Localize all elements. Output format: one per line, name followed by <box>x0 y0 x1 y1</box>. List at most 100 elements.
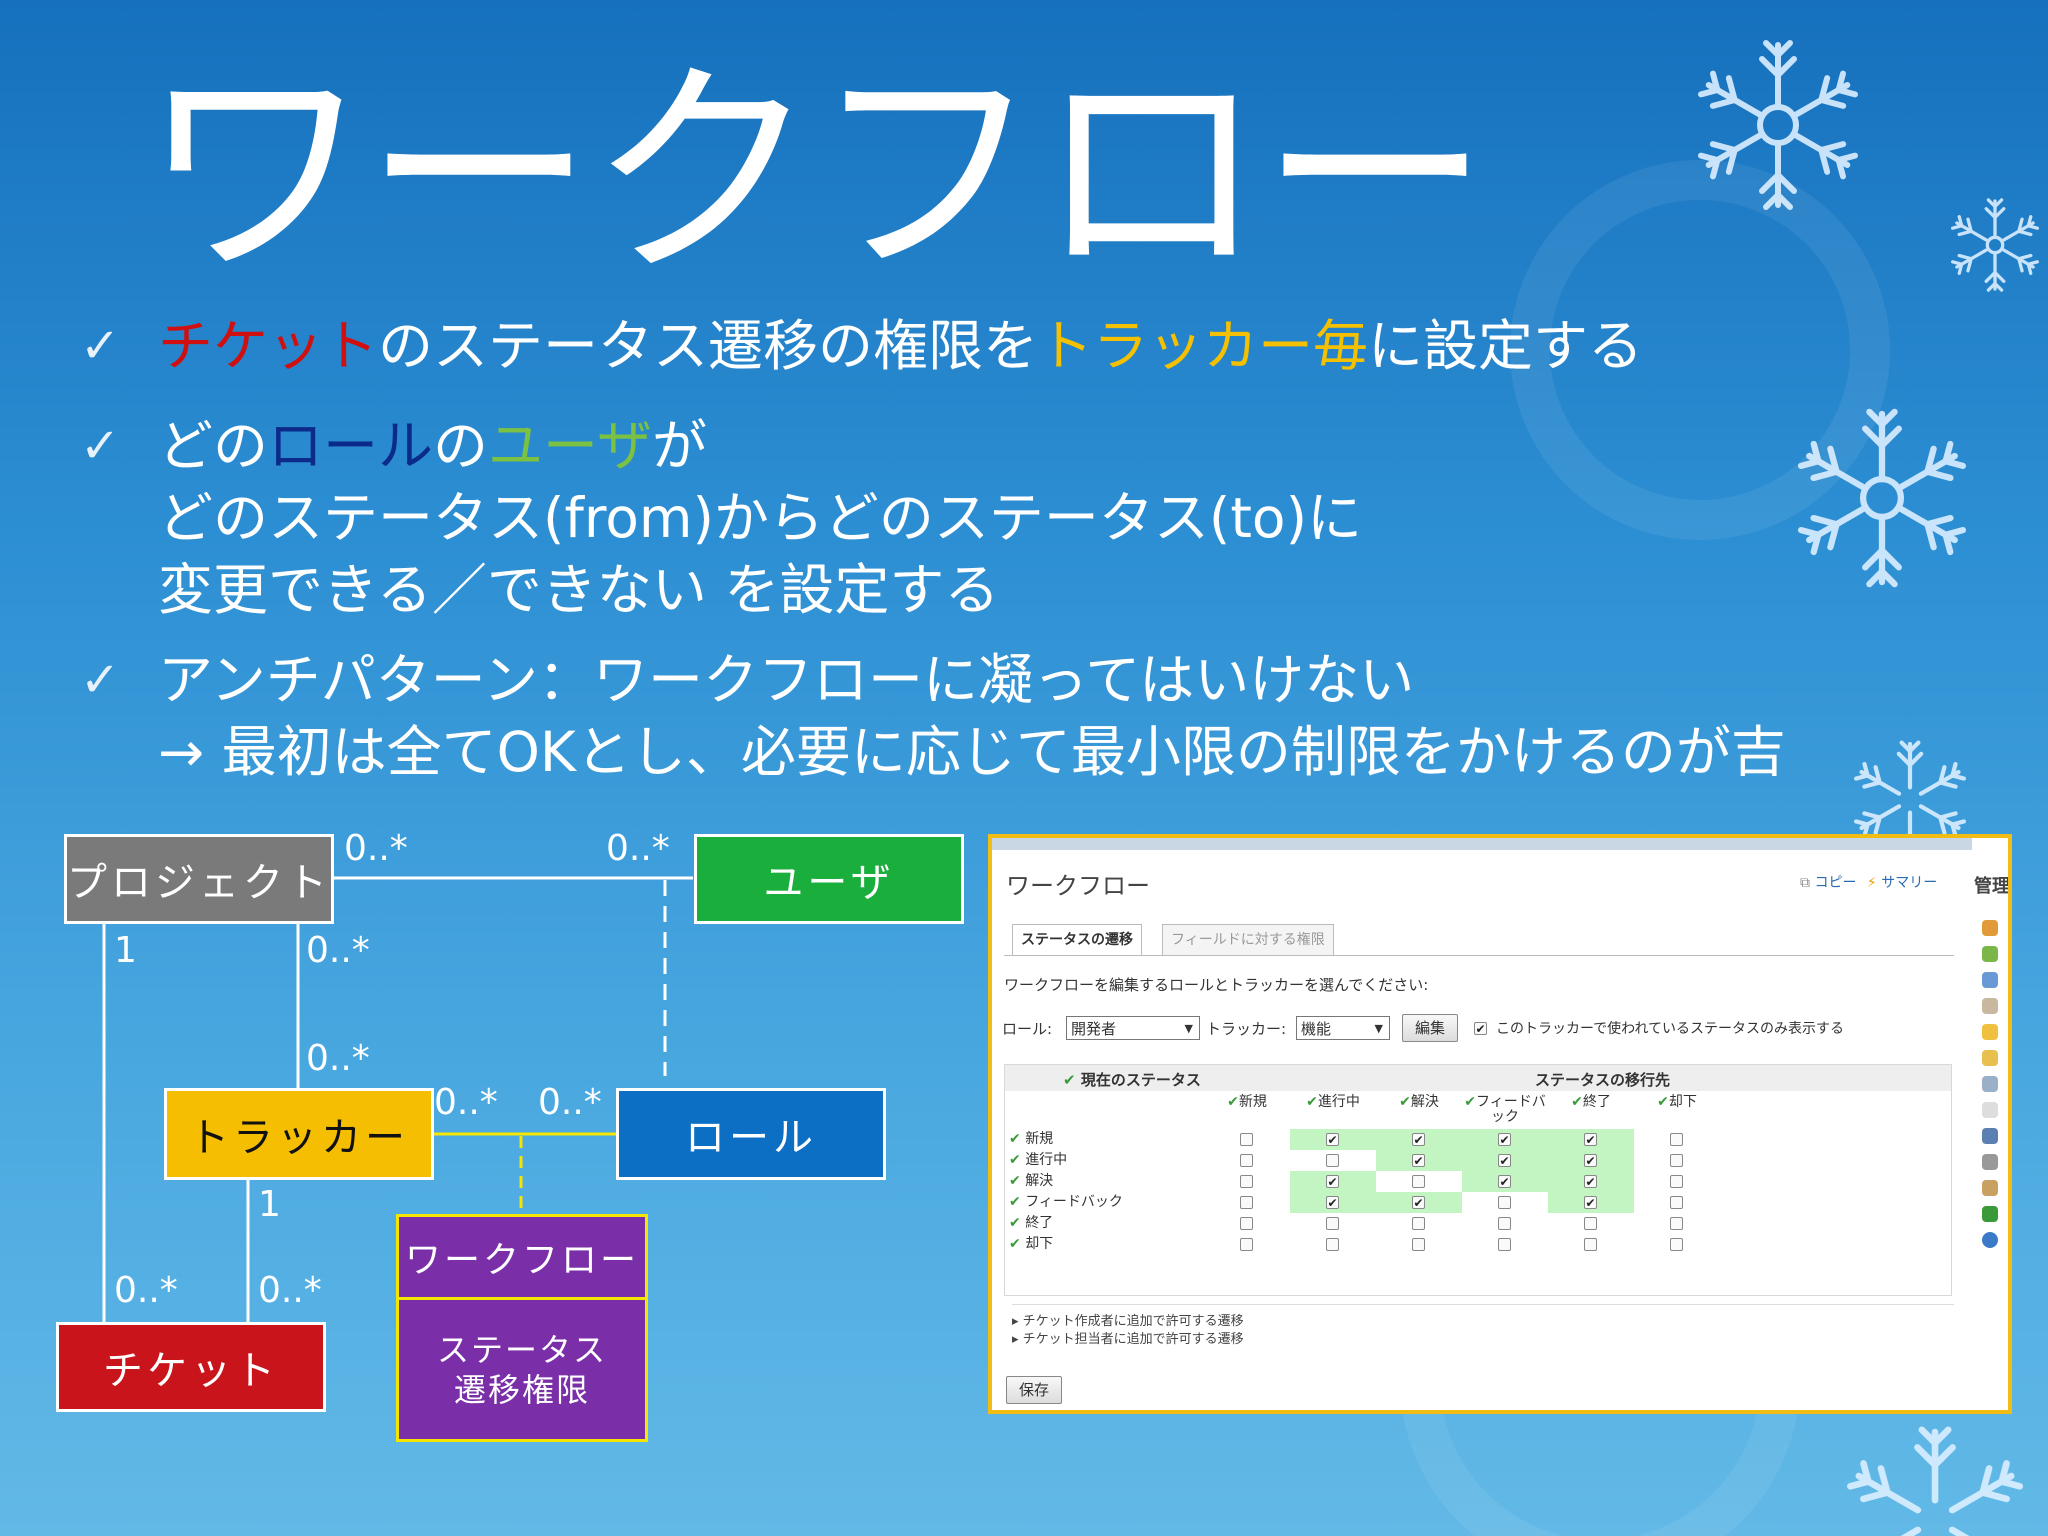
bullet-1-text-end: に設定する <box>1368 314 1644 378</box>
header-links: ⧉ コピー ⚡ サマリー <box>1800 872 1937 892</box>
transition-checkbox[interactable] <box>1670 1196 1683 1209</box>
user-text: ユーザ <box>488 414 652 478</box>
projects-icon[interactable] <box>1982 920 1998 936</box>
multiplicity-label: 0..* <box>306 930 370 971</box>
transition-checkbox[interactable] <box>1240 1238 1253 1251</box>
transition-checkbox[interactable] <box>1240 1175 1253 1188</box>
info-icon[interactable] <box>1982 1232 1998 1248</box>
transition-checkbox[interactable]: ✔ <box>1584 1175 1597 1189</box>
multiplicity-label: 1 <box>114 930 137 971</box>
permission-label-line-1: ステータス <box>436 1330 607 1369</box>
assignee-rule-toggle[interactable]: ▸ チケット担当者に追加で許可する遷移 <box>1012 1332 1244 1347</box>
transition-checkbox[interactable] <box>1670 1217 1683 1230</box>
row-label-4: ✔ フィードバック <box>1009 1194 1123 1210</box>
transition-checkbox[interactable]: ✔ <box>1412 1196 1425 1210</box>
copy-link[interactable]: コピー <box>1814 875 1857 891</box>
transition-checkbox[interactable]: ✔ <box>1326 1133 1339 1147</box>
ticket-box: チケット <box>56 1322 326 1412</box>
transition-checkbox[interactable] <box>1326 1154 1339 1167</box>
matrix-header-bar <box>1005 1065 1951 1091</box>
tracker-select[interactable]: 機能▼ <box>1296 1016 1390 1040</box>
transition-checkbox[interactable] <box>1584 1238 1597 1251</box>
ticket-text: チケット <box>158 314 379 378</box>
workflow-matrix: ✔ 現在のステータス ステータスの移行先 ✔新規✔進行中✔解決✔フィードバック✔… <box>1004 1064 1952 1296</box>
tab-field-permissions[interactable]: フィールドに対する権限 <box>1162 924 1334 956</box>
copy-icon: ⧉ <box>1800 875 1810 891</box>
row-label-1: ✔ 新規 <box>1009 1131 1054 1147</box>
row-label-5: ✔ 終了 <box>1009 1215 1054 1231</box>
expand-arrow-icon: ▸ <box>1012 1314 1019 1329</box>
status-transition-permission-box: ステータス 遷移権限 <box>396 1300 648 1442</box>
workflow-icon[interactable] <box>1982 1076 1998 1092</box>
transition-checkbox[interactable] <box>1498 1196 1511 1209</box>
transition-checkbox[interactable]: ✔ <box>1326 1175 1339 1189</box>
workflow-screenshot: ワークフロー ⧉ コピー ⚡ サマリー ステータスの遷移 フィールドに対する権限… <box>988 834 2012 1414</box>
bullet-2-line-2: どのステータス(from)からどのステータス(to)に <box>158 486 1363 550</box>
transition-checkbox[interactable]: ✔ <box>1412 1133 1425 1147</box>
transition-checkbox[interactable]: ✔ <box>1584 1133 1597 1147</box>
transition-checkbox[interactable]: ✔ <box>1584 1154 1597 1168</box>
transition-checkbox[interactable] <box>1670 1238 1683 1251</box>
custom-fields-icon[interactable] <box>1982 1102 1998 1118</box>
admin-sidebar: 管理 <box>1972 838 2008 1410</box>
tab-divider <box>1004 955 1954 956</box>
column-header-6: ✔却下 <box>1657 1094 1697 1110</box>
project-label: プロジェクト <box>67 860 331 906</box>
save-button[interactable]: 保存 <box>1006 1376 1062 1404</box>
statuses-icon[interactable] <box>1982 1050 1998 1066</box>
transition-checkbox[interactable] <box>1240 1217 1253 1230</box>
transition-checkbox[interactable] <box>1412 1175 1425 1188</box>
transition-checkbox[interactable]: ✔ <box>1584 1196 1597 1210</box>
auth-icon[interactable] <box>1982 1180 1998 1196</box>
user-label: ユーザ <box>763 860 895 906</box>
role-select-value: 開発者 <box>1071 1020 1117 1038</box>
tracker-select-value: 機能 <box>1301 1020 1332 1038</box>
transition-checkbox[interactable] <box>1240 1154 1253 1167</box>
trackers-icon[interactable] <box>1982 1024 1998 1040</box>
project-box: プロジェクト <box>64 834 334 924</box>
bullet-2-text: が <box>651 414 707 478</box>
column-header-2: ✔進行中 <box>1306 1094 1360 1110</box>
enumerations-icon[interactable] <box>1982 1128 1998 1144</box>
tab-status-transitions[interactable]: ステータスの遷移 <box>1012 924 1142 956</box>
transition-checkbox[interactable] <box>1670 1133 1683 1146</box>
transition-checkbox[interactable] <box>1412 1217 1425 1230</box>
users-icon[interactable] <box>1982 946 1998 962</box>
workflow-box: ワークフロー <box>396 1214 648 1300</box>
transition-checkbox[interactable]: ✔ <box>1498 1175 1511 1189</box>
check-icon: ✓ <box>80 318 121 374</box>
user-box: ユーザ <box>694 834 964 924</box>
groups-icon[interactable] <box>1982 972 1998 988</box>
transition-checkbox[interactable] <box>1240 1133 1253 1146</box>
settings-icon[interactable] <box>1982 1154 1998 1170</box>
only-used-status-checkbox[interactable]: ✔ <box>1474 1022 1487 1036</box>
transition-checkbox[interactable]: ✔ <box>1326 1196 1339 1210</box>
transition-checkbox[interactable] <box>1498 1238 1511 1251</box>
transition-checkbox[interactable]: ✔ <box>1498 1154 1511 1168</box>
transition-checkbox[interactable] <box>1670 1154 1683 1167</box>
column-header-1: ✔新規 <box>1227 1094 1267 1110</box>
column-header-3: ✔解決 <box>1399 1094 1439 1110</box>
only-used-status-label: このトラッカーで使われているステータスのみ表示する <box>1496 1021 1845 1037</box>
divider <box>1012 1304 1954 1305</box>
multiplicity-label: 0..* <box>434 1082 498 1123</box>
summary-link[interactable]: サマリー <box>1881 875 1938 891</box>
transition-checkbox[interactable] <box>1670 1175 1683 1188</box>
multiplicity-label: 0..* <box>606 828 670 869</box>
transition-checkbox[interactable] <box>1412 1238 1425 1251</box>
transition-checkbox[interactable] <box>1498 1217 1511 1230</box>
column-header-5: ✔終了 <box>1571 1094 1611 1110</box>
transition-checkbox[interactable]: ✔ <box>1412 1154 1425 1168</box>
roles-icon[interactable] <box>1982 998 1998 1014</box>
edit-button[interactable]: 編集 <box>1402 1014 1458 1042</box>
transition-checkbox[interactable] <box>1326 1238 1339 1251</box>
transition-checkbox[interactable]: ✔ <box>1498 1133 1511 1147</box>
role-select[interactable]: 開発者▼ <box>1066 1016 1200 1040</box>
plugins-icon[interactable] <box>1982 1206 1998 1222</box>
row-label-3: ✔ 解決 <box>1009 1173 1054 1189</box>
transition-checkbox[interactable] <box>1240 1196 1253 1209</box>
transition-checkbox[interactable] <box>1584 1217 1597 1230</box>
tracker-label: トラッカー: <box>1206 1020 1287 1038</box>
transition-checkbox[interactable] <box>1326 1217 1339 1230</box>
author-rule-toggle[interactable]: ▸ チケット作成者に追加で許可する遷移 <box>1012 1314 1244 1329</box>
